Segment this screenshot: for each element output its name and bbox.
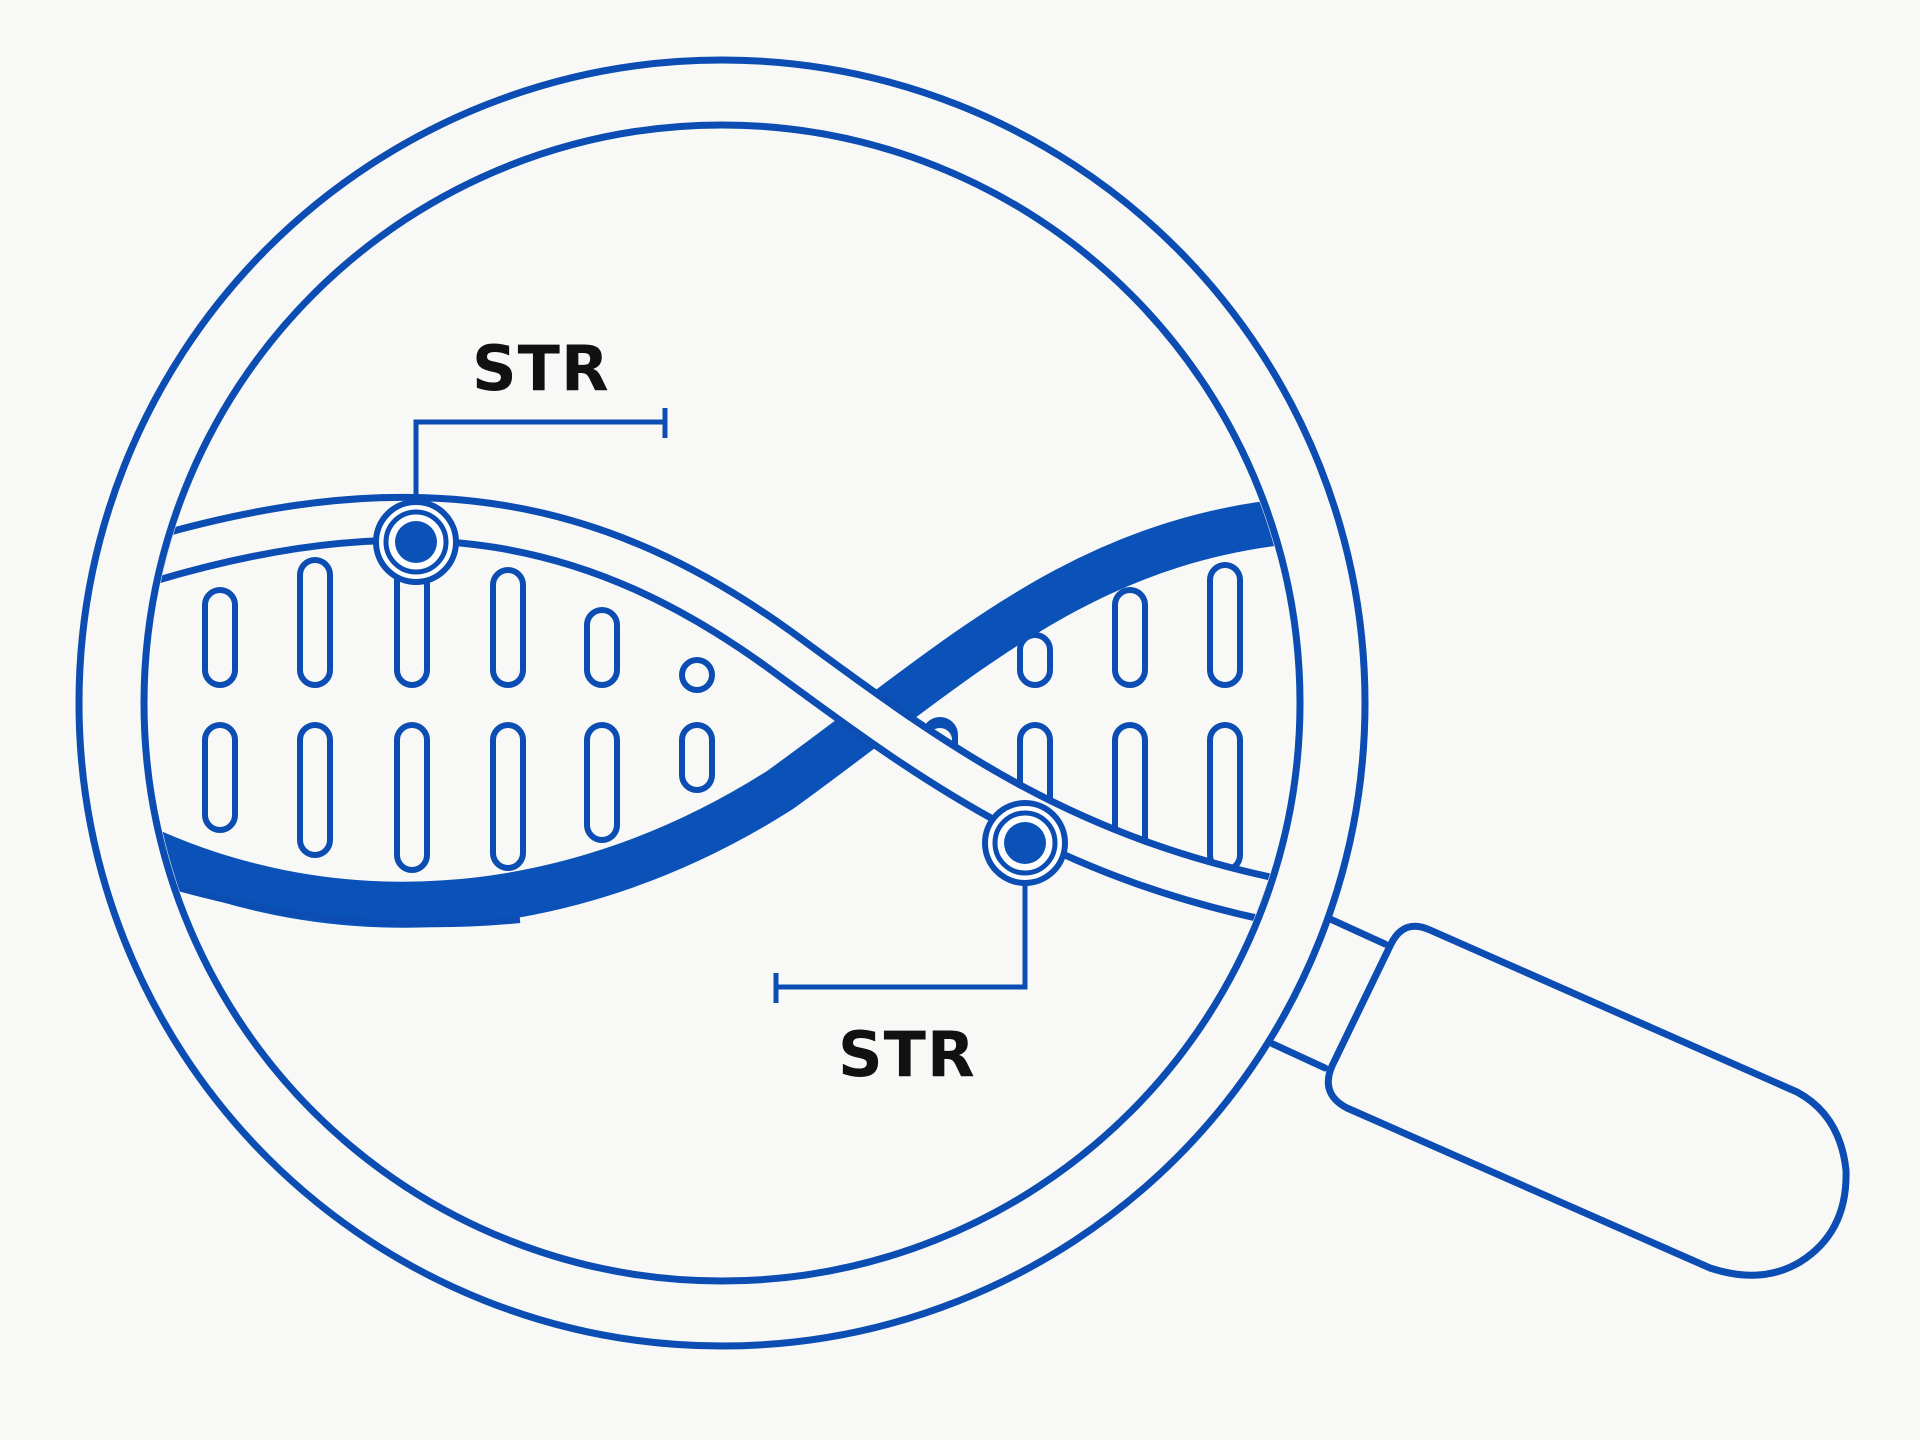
base-pair-lower-0 — [202, 722, 238, 833]
base-pair-upper-7 — [1017, 632, 1053, 688]
lens-inner-ring — [140, 121, 1304, 1285]
str-label-top: STR — [472, 332, 610, 405]
base-pair-lower-4 — [584, 722, 620, 843]
str-marker-top: STR — [373, 332, 668, 585]
base-pair-upper-3 — [490, 567, 526, 688]
str-bracket-top — [413, 408, 668, 502]
dna-helix — [148, 493, 1296, 930]
helix-strand-ribbon-inner — [148, 500, 1296, 923]
str-label-bottom: STR — [838, 1018, 976, 1091]
handle-grip — [1324, 922, 1850, 1279]
handle-neck — [1269, 914, 1389, 1072]
base-pair-upper-9 — [1207, 562, 1243, 688]
helix-strand-solid — [148, 497, 1296, 928]
lens-outer-ring — [75, 56, 1369, 1350]
str-node-top-ring — [383, 509, 449, 575]
base-pair-lower-3 — [490, 722, 526, 871]
str-node-bottom-ring — [992, 810, 1058, 876]
base-pair-upper-5 — [679, 657, 715, 693]
str-node-bottom-core — [1004, 822, 1046, 864]
base-pair-upper-1 — [297, 557, 333, 688]
base-pair-lower-9 — [1207, 722, 1243, 873]
base-pair-rungs — [202, 557, 1243, 873]
magnifier-handle — [1269, 914, 1850, 1279]
magnifier-lens — [75, 56, 1369, 1350]
base-pair-upper-8 — [1112, 587, 1148, 688]
base-pair-lower-5 — [679, 722, 715, 793]
base-pair-upper-4 — [584, 607, 620, 688]
str-bracket-bottom — [773, 883, 1028, 1003]
base-pair-lower-2 — [394, 722, 430, 873]
helix-strand-lower-outline — [149, 877, 521, 928]
str-node-top-core — [395, 521, 437, 563]
base-pair-upper-0 — [202, 587, 238, 688]
base-pair-lower-1 — [297, 722, 333, 858]
str-marker-bottom: STR — [773, 800, 1068, 1091]
